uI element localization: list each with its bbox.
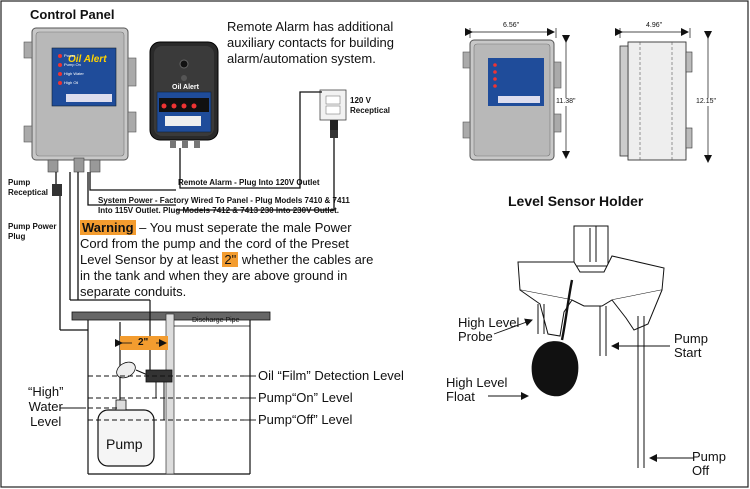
sensor-float	[531, 341, 579, 397]
panel-width-dim: 6.56"	[503, 22, 520, 29]
pump-on-level-label: Pump“On” Level	[258, 390, 353, 405]
side-width-dim: 4.96"	[646, 22, 663, 29]
warning-distance: 2"	[222, 252, 239, 267]
remote-alarm	[149, 41, 219, 148]
control-panel-title: Control Panel	[30, 7, 115, 22]
level-sensor-holder	[517, 225, 665, 468]
pump-off-level-label: Pump“Off” Level	[258, 412, 353, 427]
panel-front-view	[462, 39, 562, 161]
panel-side-view	[619, 41, 693, 161]
pump-label: Pump	[106, 436, 143, 452]
level-lines	[88, 375, 244, 421]
pump-power-plug	[52, 184, 62, 196]
tank	[60, 299, 271, 475]
side-height-dim: 12.15"	[696, 98, 717, 107]
warning-label: Warning	[80, 220, 136, 235]
panel-height-dim: 11.38"	[556, 98, 576, 107]
remote-alarm-note-1: Remote Alarm has additional	[227, 19, 394, 34]
remote-alarm-note-3: alarm/automation system.	[227, 51, 376, 66]
cords	[55, 91, 335, 330]
alarm-brand: Oil Alert	[172, 84, 199, 91]
control-panel	[23, 27, 137, 173]
gap-highlight	[120, 336, 168, 350]
discharge-pipe-label: Discharge Pipe	[192, 317, 240, 324]
panel-brand: Oil Alert	[68, 54, 107, 65]
remote-alarm-note-2: auxiliary contacts for building	[227, 35, 394, 50]
oil-film-level-label: Oil “Film” Detection Level	[258, 368, 404, 383]
wall-outlet	[319, 89, 347, 134]
sensor-holder-title: Level Sensor Holder	[508, 193, 644, 209]
warning-text: Warning – You must seperate the male Pow…	[80, 220, 374, 299]
tank-gap-label: 2"	[138, 337, 149, 348]
remote-alarm-plug-note: Remote Alarm - Plug Into 120V Outlet	[178, 178, 320, 187]
float	[116, 361, 136, 379]
system-power-note: System Power - Factory Wired To Panel - …	[98, 196, 350, 215]
